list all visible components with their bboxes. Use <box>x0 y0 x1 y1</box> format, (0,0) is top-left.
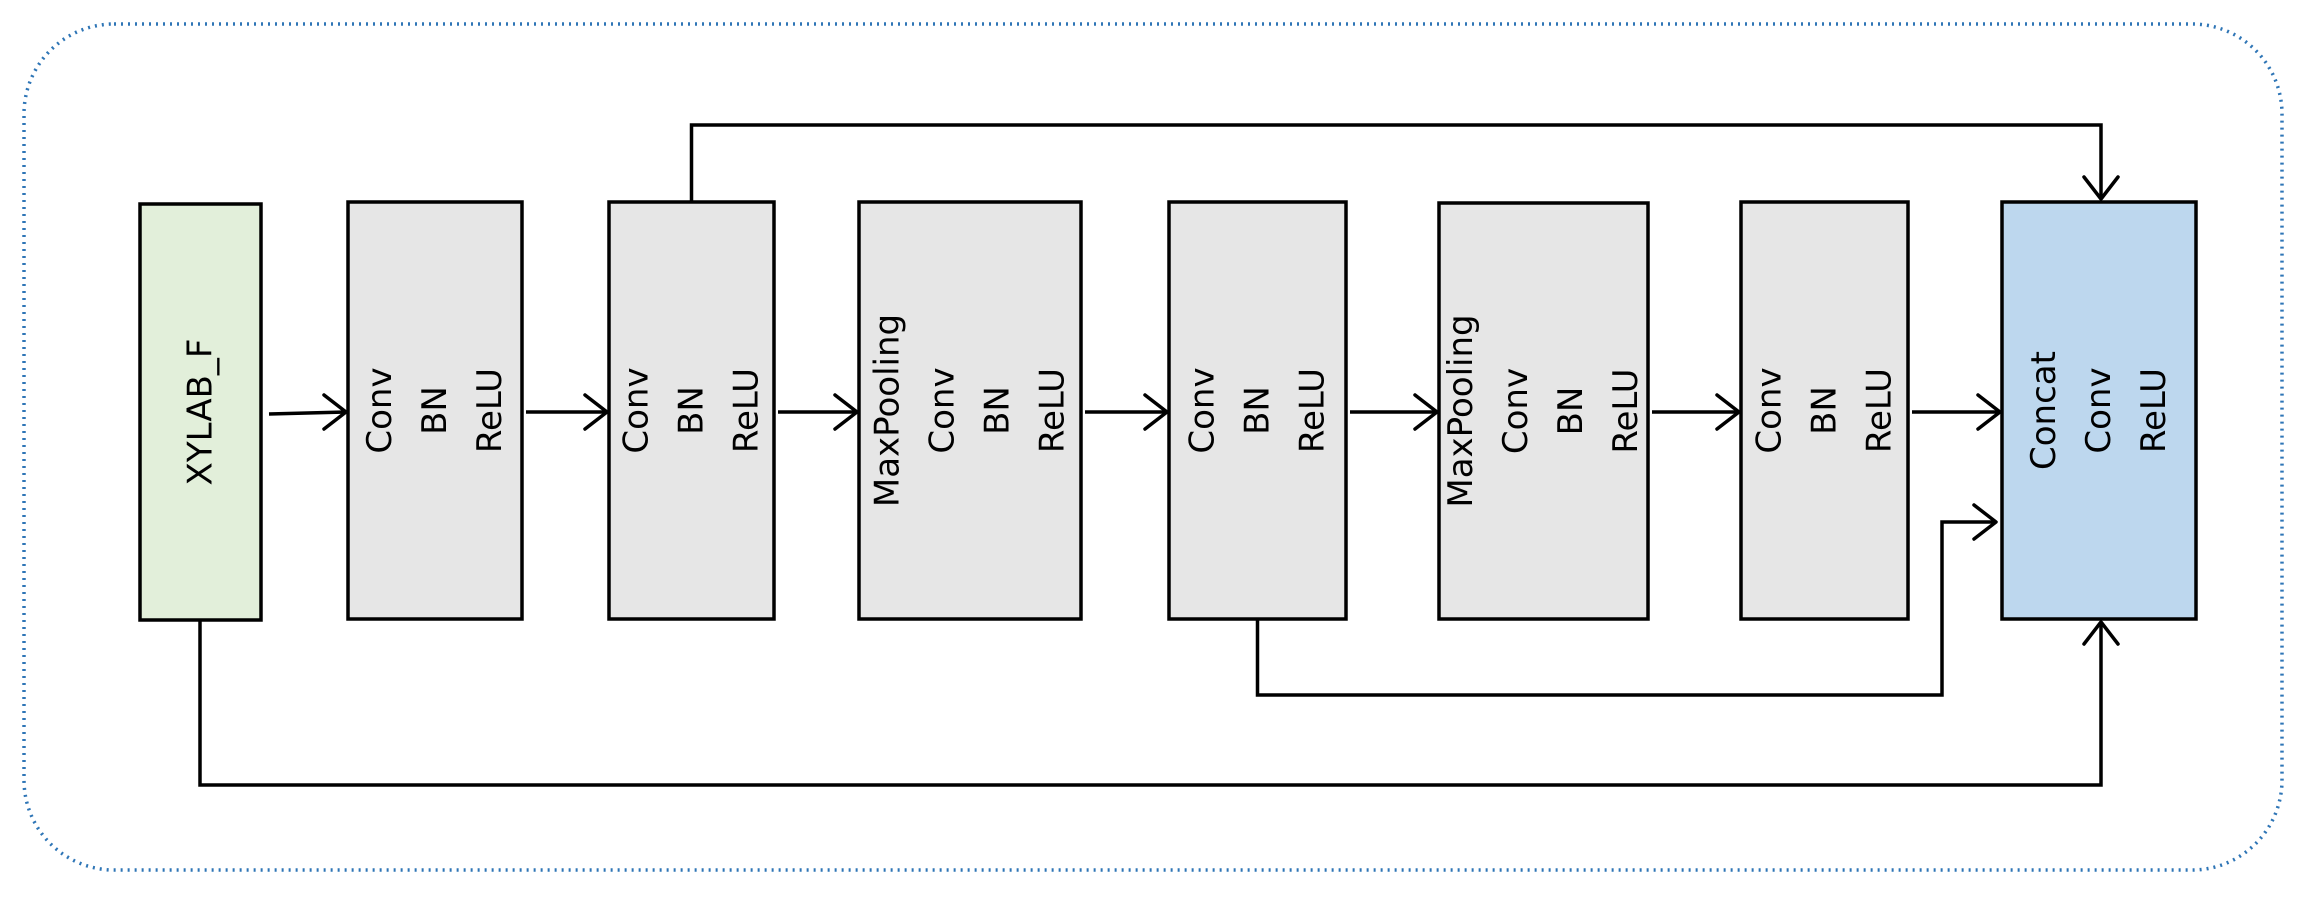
block-concat-label-0: Concat <box>2024 351 2064 470</box>
edge-pool1-to-conv3 <box>1085 393 1169 431</box>
edge-conv3-to-concat-line <box>1255 520 1996 697</box>
block-pool2-label-3: ReLU <box>1606 368 1646 453</box>
edge-conv3-to-concat <box>1255 503 1998 697</box>
block-pool1-box <box>857 200 1083 621</box>
block-conv2: Conv BN ReLU <box>607 200 776 621</box>
block-conv4-box <box>1739 200 1910 621</box>
edge-conv2-to-pool1 <box>778 393 859 431</box>
block-conv4-label-0: Conv <box>1750 367 1790 453</box>
block-conv2-box <box>607 200 776 621</box>
block-conv1-label-0: Conv <box>360 367 400 453</box>
block-conv2-label-2: ReLU <box>727 368 767 453</box>
block-conv1-label-2: ReLU <box>470 368 510 453</box>
block-conv3-box <box>1167 200 1348 621</box>
edge-pool2-to-conv4-arrowhead <box>1715 393 1741 431</box>
edge-conv3-to-pool2-arrowhead <box>1413 393 1439 431</box>
edge-xylab-to-concat-arrowhead <box>2082 620 2120 646</box>
edge-conv4-to-concat-arrowhead <box>1976 393 2002 431</box>
block-conv3: Conv BN ReLU <box>1167 200 1348 621</box>
block-pool2: MaxPooling Conv BN ReLU <box>1437 201 1650 621</box>
block-xylab-label-0: XYLAB_F <box>181 339 221 486</box>
block-pool1-label-3: ReLU <box>1033 368 1073 453</box>
block-concat-box <box>2000 200 2198 621</box>
edge-pool1-to-conv3-arrowhead <box>1143 393 1169 431</box>
block-conv4-label-2: ReLU <box>1860 368 1900 453</box>
block-conv1-label-1: BN <box>415 386 455 435</box>
edge-conv1-to-conv2 <box>526 393 609 431</box>
block-pool1-label-2: BN <box>978 386 1018 435</box>
edge-conv4-to-concat <box>1912 393 2002 431</box>
block-pool2-box <box>1437 201 1650 621</box>
edge-pool2-to-conv4 <box>1652 393 1741 431</box>
edge-conv2-to-concat-line <box>689 123 2103 202</box>
block-conv3-label-0: Conv <box>1183 367 1223 453</box>
block-concat: Concat Conv ReLU <box>2000 200 2198 621</box>
block-conv2-label-1: BN <box>672 386 712 435</box>
edge-conv2-to-pool1-arrowhead <box>833 393 859 431</box>
block-pool2-label-2: BN <box>1551 387 1591 436</box>
block-conv2-label-0: Conv <box>617 367 657 453</box>
edge-conv3-to-concat-arrowhead <box>1972 503 1998 541</box>
block-xylab: XYLAB_F <box>138 202 263 622</box>
block-conv4: Conv BN ReLU <box>1739 200 1910 621</box>
edge-xylab-to-conv1-arrowhead <box>322 393 348 431</box>
edge-conv2-to-concat-arrowhead <box>2082 175 2120 201</box>
edge-xylab-to-concat-line <box>198 620 2103 787</box>
edge-conv1-to-conv2-arrowhead <box>583 393 609 431</box>
block-xylab-box <box>138 202 263 622</box>
block-pool1-label-1: Conv <box>923 367 963 453</box>
block-conv3-label-1: BN <box>1238 386 1278 435</box>
edge-xylab-to-concat <box>198 620 2120 787</box>
block-conv1-box <box>346 200 524 621</box>
block-concat-label-2: ReLU <box>2134 368 2174 453</box>
block-conv4-label-1: BN <box>1805 386 1845 435</box>
edge-xylab-to-conv1 <box>268 393 348 431</box>
block-concat-label-1: Conv <box>2079 367 2119 453</box>
edge-conv3-to-pool2 <box>1350 393 1439 431</box>
blocks: XYLAB_F Conv BN ReLU Conv BN ReLU MaxPooling Con… <box>138 200 2198 622</box>
block-conv3-label-2: ReLU <box>1293 368 1333 453</box>
block-pool2-label-0: MaxPooling <box>1441 314 1481 507</box>
block-pool1: MaxPooling Conv BN ReLU <box>857 200 1083 621</box>
block-conv1: Conv BN ReLU <box>346 200 524 621</box>
edge-xylab-to-conv1-line <box>268 410 347 416</box>
block-pool2-label-1: Conv <box>1496 368 1536 454</box>
edge-conv2-to-concat <box>689 123 2120 202</box>
block-pool1-label-0: MaxPooling <box>868 314 908 507</box>
connections <box>198 123 2120 787</box>
